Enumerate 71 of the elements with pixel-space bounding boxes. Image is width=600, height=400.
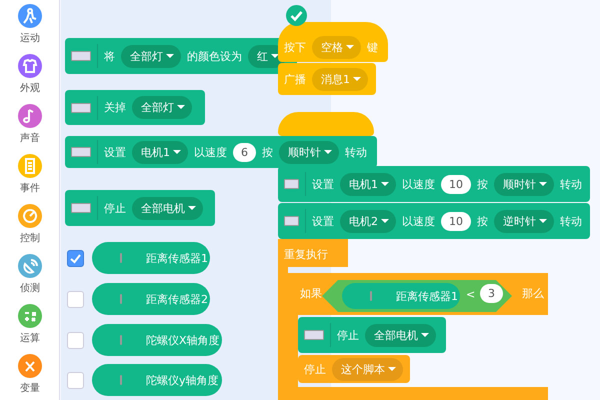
block-label: 设置 (104, 144, 126, 160)
number-field: 10 (441, 212, 471, 230)
dropdown-menu: 顺时针 (494, 172, 554, 196)
number-field: 6 (233, 142, 256, 162)
block-label: 停止 (104, 200, 126, 216)
block-label: 转动 (560, 214, 582, 228)
block-label: 停止 (304, 362, 326, 376)
block-label: 重复执行 (284, 247, 328, 262)
category-label: 控制 (19, 232, 41, 245)
block-label: 的颜色设为 (187, 48, 242, 64)
dropdown-menu: 空格 (312, 36, 361, 58)
block-label: 按 (262, 144, 273, 160)
command-block (298, 355, 410, 383)
reporter-block (342, 283, 460, 309)
command-block (278, 166, 590, 202)
category-label: 事件 (19, 182, 41, 195)
block-label: 距离传感器2 (146, 292, 208, 306)
dropdown-menu: 消息1 (312, 68, 368, 90)
dropdown-menu: 全部电机 (132, 196, 203, 220)
command-block (298, 317, 446, 353)
block-label: 转动 (560, 176, 582, 192)
block-label: 停止 (337, 328, 359, 342)
category-label: 侦测 (19, 282, 41, 295)
block-label: 按下 (284, 40, 306, 54)
number-field: 10 (441, 174, 471, 194)
category-label: 变量 (19, 382, 41, 395)
category-label: 外观 (19, 82, 41, 95)
block-label: 按 (477, 214, 488, 228)
category-label: 运动 (19, 32, 41, 45)
reporter-block (92, 242, 210, 274)
number-field: 3 (480, 284, 503, 303)
command-block (65, 38, 297, 74)
dropdown-menu: 全部灯 (121, 44, 181, 68)
block-label: 距离传感器1 (396, 288, 458, 304)
block-label: 按 (477, 176, 488, 192)
category-label: 运算 (19, 332, 41, 345)
block-label: 转动 (345, 144, 367, 160)
block-label: 陀螺仪X轴角度 (146, 332, 220, 348)
block-label: 设置 (312, 214, 334, 228)
dropdown-menu: 顺时针 (279, 140, 339, 164)
dropdown-menu: 电机2 (340, 210, 396, 232)
command-block (65, 136, 377, 168)
block-label: 陀螺仪y轴角度 (146, 372, 219, 388)
command-block (65, 90, 205, 125)
reporter-block (92, 283, 210, 315)
command-block (65, 190, 215, 226)
block-label: 以速度 (402, 214, 435, 228)
dropdown-menu: 这个脚本 (332, 358, 403, 380)
category-label: 声音 (19, 132, 41, 145)
reporter-block (92, 324, 222, 356)
block-label: 距离传感器1 (146, 250, 208, 266)
block-label: 如果 (300, 286, 322, 301)
block-label: 键 (367, 40, 378, 54)
command-block (278, 203, 590, 239)
event-hat-block (278, 22, 388, 62)
block-label: 广播 (284, 72, 306, 86)
dropdown-menu: 电机1 (340, 172, 396, 196)
block-label: 那么 (522, 286, 544, 301)
dropdown-menu: 全部电机 (365, 324, 436, 346)
command-block (278, 63, 376, 95)
event-hat-block (278, 112, 374, 136)
block-label: 将 (104, 48, 115, 64)
dropdown-menu: 电机1 (132, 140, 188, 164)
dropdown-menu: 逆时针 (494, 210, 554, 232)
reporter-block (92, 364, 222, 396)
block-label: 以速度 (194, 144, 227, 160)
block-label: 关掉 (104, 100, 126, 115)
block-label: < (466, 288, 476, 301)
dropdown-menu: 全部灯 (132, 96, 192, 119)
block-label: 设置 (312, 176, 334, 192)
block-label: 以速度 (402, 176, 435, 192)
